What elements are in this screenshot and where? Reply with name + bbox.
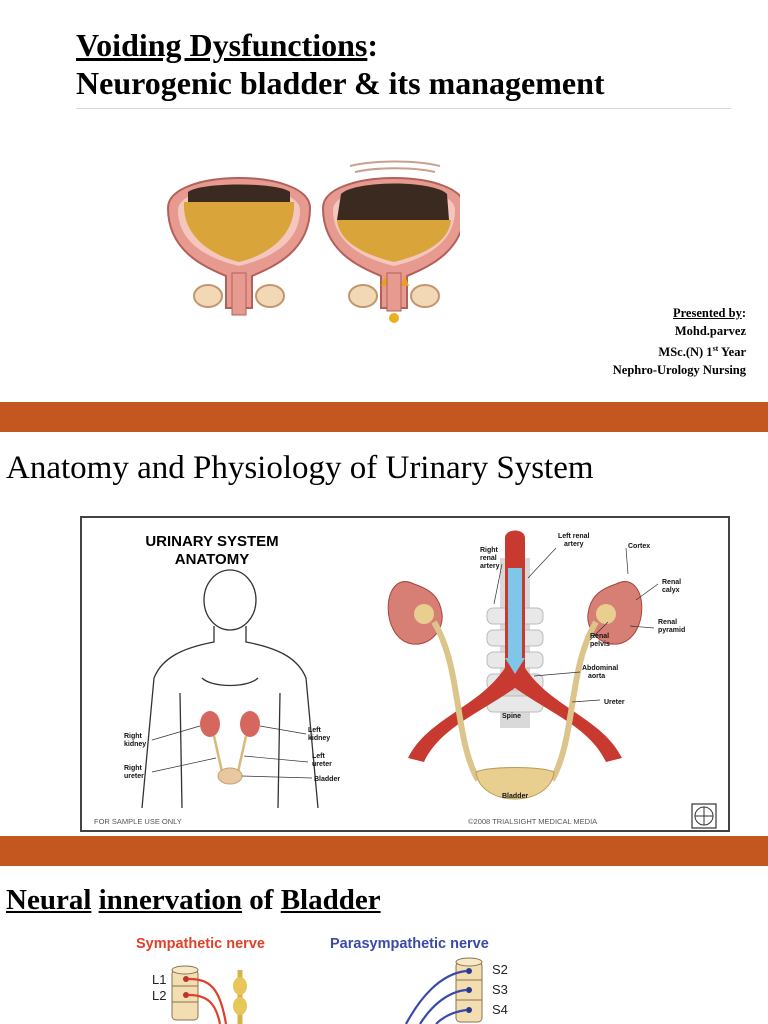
presenter-name: Mohd.parvez xyxy=(674,324,746,338)
label-left-renal-artery-2: artery xyxy=(564,541,584,548)
label-renal-pelvis-1: Renal xyxy=(590,633,609,640)
urinary-anatomy-figure: URINARY SYSTEM ANATOMY Right kidney Righ… xyxy=(80,516,730,832)
sympathetic-nerve-fibers xyxy=(188,977,228,1024)
label-renal-calyx-2: calyx xyxy=(662,587,680,594)
figure-footer-copyright: ©2008 TRIALSIGHT MEDICAL MEDIA xyxy=(468,817,597,826)
label-right-ureter-1: Right xyxy=(124,765,143,772)
full-bladder-graphic xyxy=(166,177,312,316)
segment-l1: L1 xyxy=(152,972,166,987)
slide-3: Neural innervation of Bladder Sympatheti… xyxy=(0,866,768,1024)
bladder-illustration xyxy=(166,160,460,323)
segment-s2: S2 xyxy=(492,962,508,977)
label-renal-pyramid-2: pyramid xyxy=(658,627,685,634)
label-left-ureter-2: ureter xyxy=(312,761,332,768)
label-renal-calyx-1: Renal xyxy=(662,579,681,586)
slide-title: Neural innervation of Bladder xyxy=(6,882,381,918)
degree-superscript: st xyxy=(712,344,719,353)
sympathetic-nerve-label: Sympathetic nerve xyxy=(136,936,265,952)
slide-title: Voiding Dysfunctions: Neurogenic bladder… xyxy=(76,26,605,102)
label-left-kidney-1: Left xyxy=(308,727,322,734)
title-word-of: of xyxy=(249,884,274,916)
label-left-renal-artery-1: Left renal xyxy=(558,533,590,540)
lumbar-spine-column xyxy=(171,965,199,1021)
nerve-innervation-diagram: Sympathetic nerve Parasympathetic nerve … xyxy=(136,936,508,1024)
presenter-label-colon: : xyxy=(741,306,746,320)
degree-prefix: MSc.(N) 1 xyxy=(658,345,713,360)
title-neurogenic-bladder: Neurogenic bladder & its management xyxy=(76,65,605,101)
figure-heading-line1: URINARY SYSTEM xyxy=(145,533,278,550)
degree-suffix: Year xyxy=(718,345,746,360)
title-voiding-dysfunctions: Voiding Dysfunctions xyxy=(76,27,368,63)
label-left-ureter-1: Left xyxy=(312,753,326,760)
slide-separator-band xyxy=(0,402,768,432)
presenter-label-line: Presented by: xyxy=(613,304,746,322)
label-spine: Spine xyxy=(502,713,521,720)
label-ureter: Ureter xyxy=(604,699,625,706)
label-right-kidney-1: Right xyxy=(124,733,143,740)
label-renal-pelvis-2: pelvis xyxy=(590,641,610,648)
presenter-degree: MSc.(N) 1st Year xyxy=(613,340,746,361)
label-renal-pyramid-1: Renal xyxy=(658,619,677,626)
label-abdominal-aorta-1: Abdominal xyxy=(582,665,618,672)
emptying-bladder-graphic xyxy=(321,160,460,323)
parasympathetic-nerve-fibers xyxy=(405,969,467,1024)
figure-heading-line2: ANATOMY xyxy=(175,551,249,568)
label-right-renal-artery-3: artery xyxy=(480,563,500,570)
slide-2: Anatomy and Physiology of Urinary System… xyxy=(0,432,768,836)
parasympathetic-nerve-label: Parasympathetic nerve xyxy=(330,936,489,952)
publisher-logo-icon xyxy=(691,803,717,829)
label-cortex: Cortex xyxy=(628,543,650,550)
label-right-kidney-2: kidney xyxy=(124,741,146,748)
body-outline-graphic xyxy=(141,569,319,809)
sympathetic-ganglion-chain xyxy=(233,970,247,1024)
title-word-neural: Neural xyxy=(6,884,92,916)
title-colon: : xyxy=(367,27,379,63)
title-word-innervation: innervation xyxy=(98,884,243,916)
title-divider xyxy=(76,108,731,109)
presenter-department: Nephro-Urology Nursing xyxy=(612,363,746,378)
body-label-leaders xyxy=(151,725,313,779)
label-bladder-body: Bladder xyxy=(314,776,340,783)
segment-s3: S3 xyxy=(492,982,508,997)
sacral-spine-column xyxy=(455,957,483,1023)
body-urinary-organs xyxy=(200,711,260,785)
label-right-renal-artery-2: renal xyxy=(480,555,497,562)
slide-1: Voiding Dysfunctions: Neurogenic bladder… xyxy=(0,0,768,402)
presenter-info: Presented by: Mohd.parvez MSc.(N) 1st Ye… xyxy=(613,304,746,379)
detailed-urinary-graphic xyxy=(387,530,643,800)
title-word-bladder: Bladder xyxy=(280,884,381,916)
presenter-label: Presented by xyxy=(672,306,742,320)
slide-separator-band xyxy=(0,836,768,866)
figure-footer-left: FOR SAMPLE USE ONLY xyxy=(94,817,182,826)
segment-l2: L2 xyxy=(152,988,166,1003)
label-right-ureter-2: ureter xyxy=(124,773,144,780)
label-bladder-detail: Bladder xyxy=(502,793,528,800)
slide-title: Anatomy and Physiology of Urinary System xyxy=(6,450,594,486)
segment-s4: S4 xyxy=(492,1002,508,1017)
label-abdominal-aorta-2: aorta xyxy=(588,673,605,680)
detail-label-leaders xyxy=(493,547,659,703)
label-right-renal-artery-1: Right xyxy=(480,547,499,554)
label-left-kidney-2: kidney xyxy=(308,735,330,742)
